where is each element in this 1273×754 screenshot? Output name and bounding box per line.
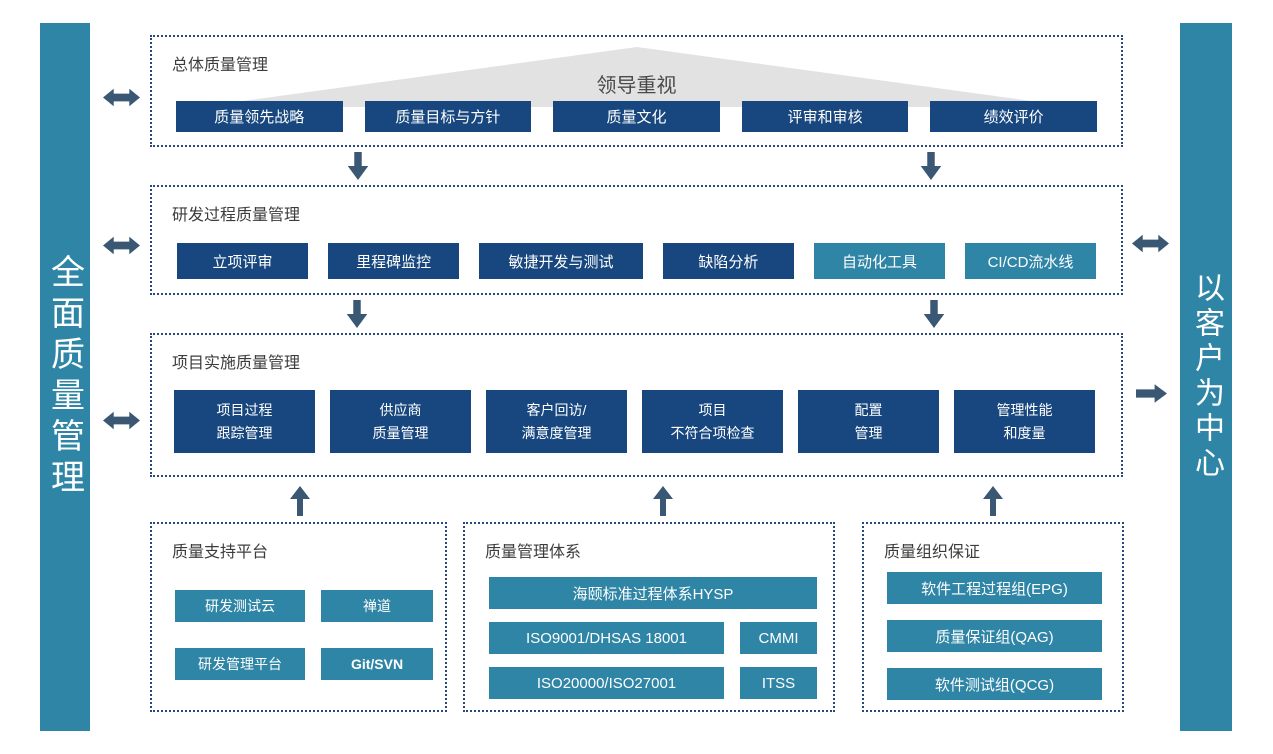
overall-node-row: 质量领先战略 质量目标与方针 质量文化 评审和审核 绩效评价	[176, 101, 1097, 132]
node-rd-test-cloud: 研发测试云	[175, 590, 305, 622]
section-support-platform: 质量支持平台 研发测试云 禅道 研发管理平台 Git/SVN	[150, 522, 447, 712]
node-automation-tools: 自动化工具	[813, 243, 945, 279]
down-arrow-icon	[346, 300, 368, 328]
node-project-process-tracking: 项目过程 跟踪管理	[174, 390, 315, 453]
section-project-impl: 项目实施质量管理 项目过程 跟踪管理 供应商 质量管理 客户回访/ 满意度管理 …	[150, 333, 1123, 477]
node-cmmi: CMMI	[740, 622, 817, 654]
down-arrow-icon	[923, 300, 945, 328]
node-defect-analysis: 缺陷分析	[662, 243, 794, 279]
node-qag-group: 质量保证组(QAG)	[887, 620, 1102, 652]
support-node-grid: 研发测试云 禅道 研发管理平台 Git/SVN	[175, 590, 433, 680]
section-org-title: 质量组织保证	[884, 544, 981, 561]
node-quality-goals-policy: 质量目标与方针	[364, 101, 532, 132]
section-support-title: 质量支持平台	[172, 544, 269, 561]
node-git-svn: Git/SVN	[321, 648, 433, 680]
node-performance-evaluation: 绩效评价	[930, 101, 1097, 132]
double-arrow-icon	[103, 235, 140, 256]
org-node-column: 软件工程过程组(EPG) 质量保证组(QAG) 软件测试组(QCG)	[887, 572, 1102, 700]
node-quality-culture: 质量文化	[553, 101, 720, 132]
node-cicd-pipeline: CI/CD流水线	[964, 243, 1097, 279]
node-iso20000-iso27001: ISO20000/ISO27001	[489, 667, 724, 699]
leadership-triangle-shape	[198, 47, 1075, 107]
node-agile-dev-testing: 敏捷开发与测试	[479, 243, 643, 279]
section-system-title: 质量管理体系	[485, 544, 582, 561]
node-epg-group: 软件工程过程组(EPG)	[887, 572, 1102, 604]
impl-node-row: 项目过程 跟踪管理 供应商 质量管理 客户回访/ 满意度管理 项目 不符合项检查…	[174, 390, 1095, 453]
leadership-label: 领导重视	[596, 75, 677, 97]
node-nonconformity-check: 项目 不符合项检查	[642, 390, 783, 453]
node-rd-management-platform: 研发管理平台	[175, 648, 305, 680]
node-quality-leading-strategy: 质量领先战略	[176, 101, 343, 132]
left-banner: 全面质量管理	[40, 23, 90, 731]
node-review-audit: 评审和审核	[741, 101, 909, 132]
node-supplier-quality: 供应商 质量管理	[330, 390, 471, 453]
right-banner: 以客户为中心	[1180, 23, 1232, 731]
section-rd-title: 研发过程质量管理	[172, 207, 301, 224]
double-arrow-icon	[103, 87, 140, 108]
node-configuration-management: 配置 管理	[798, 390, 939, 453]
up-arrow-icon	[290, 486, 310, 516]
up-arrow-icon	[653, 486, 673, 516]
section-quality-org: 质量组织保证 软件工程过程组(EPG) 质量保证组(QAG) 软件测试组(QCG…	[862, 522, 1124, 712]
node-qcg-group: 软件测试组(QCG)	[887, 668, 1102, 700]
node-zentao: 禅道	[321, 590, 433, 622]
node-performance-measurement: 管理性能 和度量	[954, 390, 1095, 453]
node-iso9001-dhsas: ISO9001/DHSAS 18001	[489, 622, 724, 654]
section-rd-process: 研发过程质量管理 立项评审 里程碑监控 敏捷开发与测试 缺陷分析 自动化工具 C…	[150, 185, 1123, 295]
section-overall-quality: 总体质量管理 领导重视 质量领先战略 质量目标与方针 质量文化 评审和审核 绩效…	[150, 35, 1123, 147]
node-project-approval-review: 立项评审	[177, 243, 309, 279]
section-quality-system: 质量管理体系 海颐标准过程体系HYSP ISO9001/DHSAS 18001 …	[463, 522, 835, 712]
node-hysp-standard-process: 海颐标准过程体系HYSP	[489, 577, 817, 609]
double-arrow-icon	[1132, 233, 1169, 254]
down-arrow-icon	[920, 152, 942, 180]
node-customer-visit-satisfaction: 客户回访/ 满意度管理	[486, 390, 627, 453]
right-arrow-icon	[1136, 383, 1167, 404]
node-itss: ITSS	[740, 667, 817, 699]
down-arrow-icon	[347, 152, 369, 180]
right-banner-label: 以客户为中心	[1190, 272, 1223, 482]
rd-node-row: 立项评审 里程碑监控 敏捷开发与测试 缺陷分析 自动化工具 CI/CD流水线	[177, 243, 1097, 279]
section-impl-title: 项目实施质量管理	[172, 355, 301, 372]
system-node-grid: ISO9001/DHSAS 18001 CMMI ISO20000/ISO270…	[489, 622, 817, 699]
node-milestone-monitoring: 里程碑监控	[328, 243, 460, 279]
section-overall-title: 总体质量管理	[172, 57, 269, 74]
left-banner-label: 全面质量管理	[45, 254, 84, 500]
up-arrow-icon	[983, 486, 1003, 516]
double-arrow-icon	[103, 410, 140, 431]
